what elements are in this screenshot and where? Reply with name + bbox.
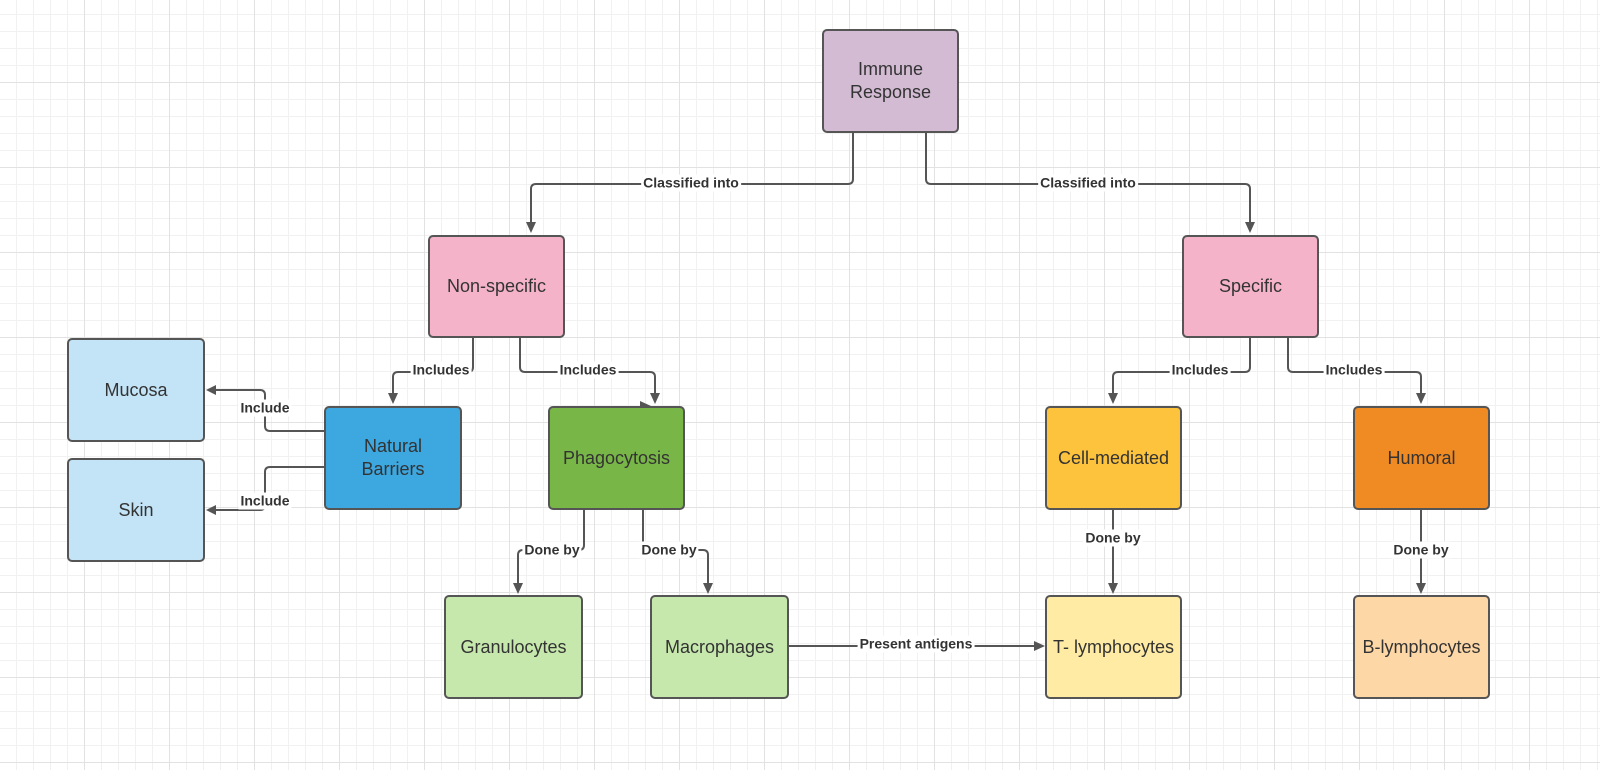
node-cell-mediated[interactable]: Cell-mediated [1045, 406, 1182, 510]
edge-label-present-antigens: Present antigens [857, 635, 975, 653]
node-natural-barriers[interactable]: Natural Barriers [324, 406, 462, 510]
node-mucosa[interactable]: Mucosa [67, 338, 205, 442]
edge-label-includes-natural-barriers: Includes [410, 361, 472, 379]
arrowhead-nonspecific [526, 222, 536, 233]
arrowhead-skin [206, 505, 216, 515]
edge-label-includes-humoral: Includes [1323, 361, 1385, 379]
node-immune-response[interactable]: Immune Response [822, 29, 959, 133]
node-granulocytes[interactable]: Granulocytes [444, 595, 583, 699]
arrowhead-mucosa [206, 385, 216, 395]
edge-label-include-mucosa: Include [238, 399, 292, 417]
edge-label-classified-into-right: Classified into [1038, 174, 1138, 192]
node-skin[interactable]: Skin [67, 458, 205, 562]
arrowhead-natural-barriers [388, 393, 398, 404]
edge-label-include-skin: Include [238, 492, 292, 510]
arrowhead-humoral [1416, 393, 1426, 404]
arrowhead-granulocytes [513, 583, 523, 594]
node-humoral[interactable]: Humoral [1353, 406, 1490, 510]
arrowhead-t-lymphocytes [1108, 583, 1118, 594]
node-phagocytosis[interactable]: Phagocytosis [548, 406, 685, 510]
node-non-specific[interactable]: Non-specific [428, 235, 565, 338]
edge-label-includes-phagocytosis: Includes [557, 361, 619, 379]
node-macrophages[interactable]: Macrophages [650, 595, 789, 699]
arrowhead-macrophages [703, 583, 713, 594]
edge-label-done-by-macrophages: Done by [639, 541, 699, 559]
arrowhead-present-antigens [1034, 641, 1045, 651]
edge-label-done-by-t-lymphocytes: Done by [1083, 529, 1143, 547]
node-t-lymphocytes[interactable]: T- lymphocytes [1045, 595, 1182, 699]
node-specific[interactable]: Specific [1182, 235, 1319, 338]
arrowhead-cell-mediated [1108, 393, 1118, 404]
node-b-lymphocytes[interactable]: B-lymphocytes [1353, 595, 1490, 699]
arrowhead-phagocytosis [650, 393, 660, 404]
edge-natural-barriers-to-skin [214, 466, 324, 511]
arrowhead-specific [1245, 222, 1255, 233]
arrowhead-b-lymphocytes [1416, 583, 1426, 594]
edge-label-includes-cell-mediated: Includes [1169, 361, 1231, 379]
edge-label-done-by-granulocytes: Done by [522, 541, 582, 559]
edge-label-classified-into-left: Classified into [641, 174, 741, 192]
edge-label-done-by-b-lymphocytes: Done by [1391, 541, 1451, 559]
